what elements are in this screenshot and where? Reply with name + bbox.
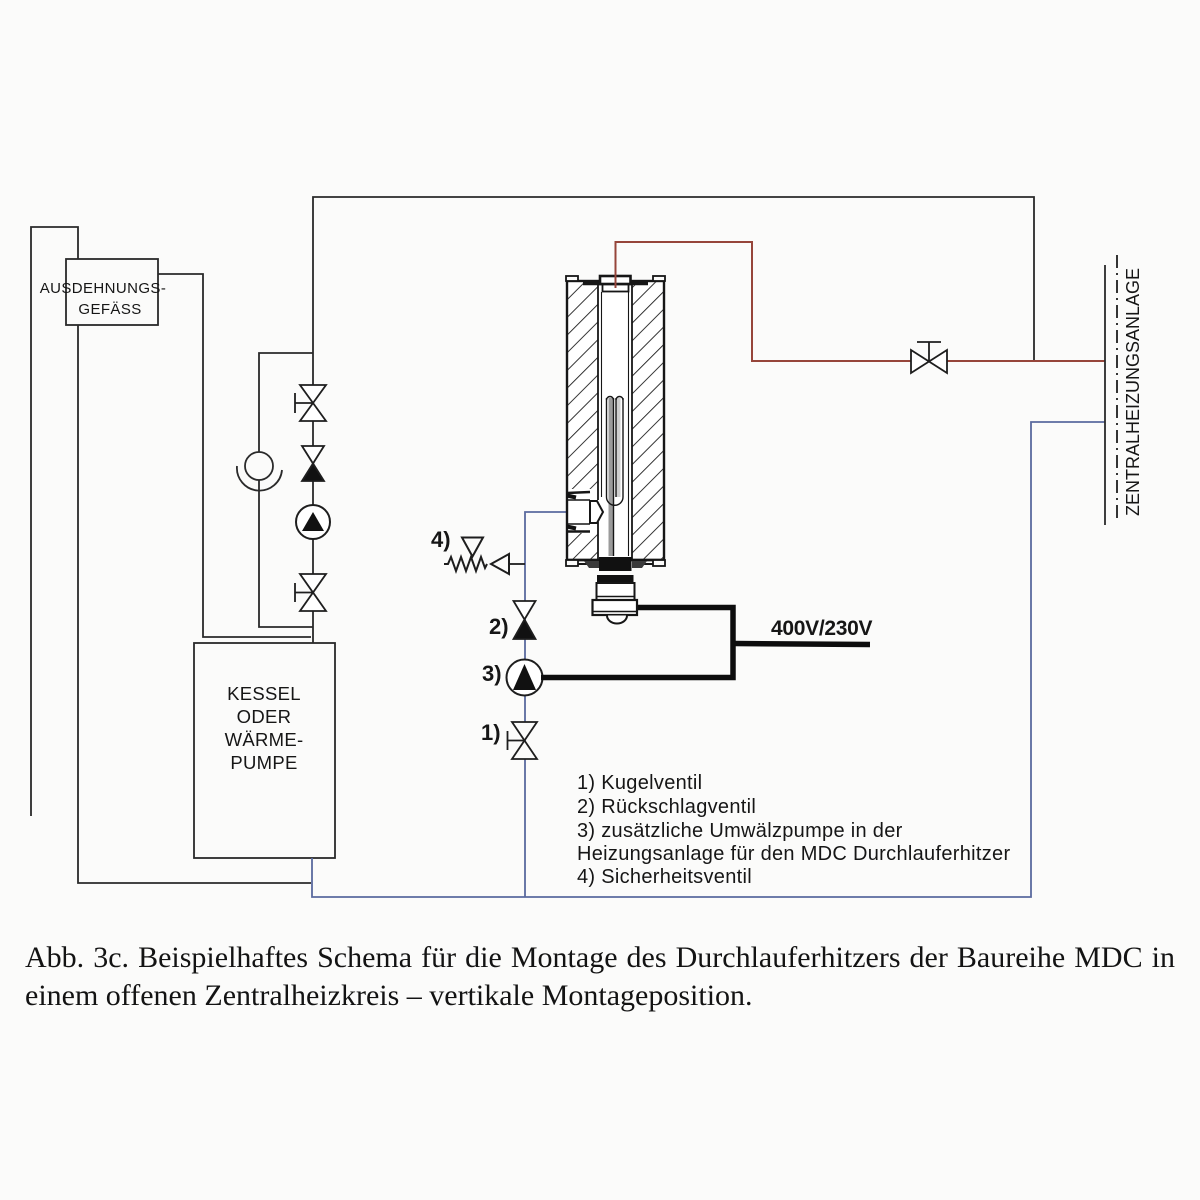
svg-text:1): 1)	[481, 720, 501, 745]
svg-text:1) Kugelventil: 1) Kugelventil	[577, 772, 702, 794]
svg-text:PUMPE: PUMPE	[230, 752, 297, 773]
svg-text:2): 2)	[489, 614, 509, 639]
svg-text:4): 4)	[431, 527, 451, 552]
svg-text:3) zusätzliche Umwälzpumpe in: 3) zusätzliche Umwälzpumpe in der	[577, 820, 903, 842]
svg-text:GEFÄSS: GEFÄSS	[78, 301, 141, 318]
svg-text:ODER: ODER	[237, 706, 292, 727]
svg-text:4) Sicherheitsventil: 4) Sicherheitsventil	[577, 866, 752, 888]
svg-text:400V/230V: 400V/230V	[771, 617, 873, 640]
svg-text:Heizungsanlage für den MDC Dur: Heizungsanlage für den MDC Durchlauferhi…	[577, 843, 1010, 865]
svg-text:AUSDEHNUNGS-: AUSDEHNUNGS-	[40, 280, 166, 297]
svg-text:2) Rückschlagventil: 2) Rückschlagventil	[577, 796, 756, 818]
svg-text:WÄRME-: WÄRME-	[225, 729, 304, 750]
svg-text:KESSEL: KESSEL	[227, 683, 301, 704]
svg-text:ZENTRALHEIZUNGSANLAGE: ZENTRALHEIZUNGSANLAGE	[1123, 268, 1143, 516]
svg-text:3): 3)	[482, 661, 502, 686]
